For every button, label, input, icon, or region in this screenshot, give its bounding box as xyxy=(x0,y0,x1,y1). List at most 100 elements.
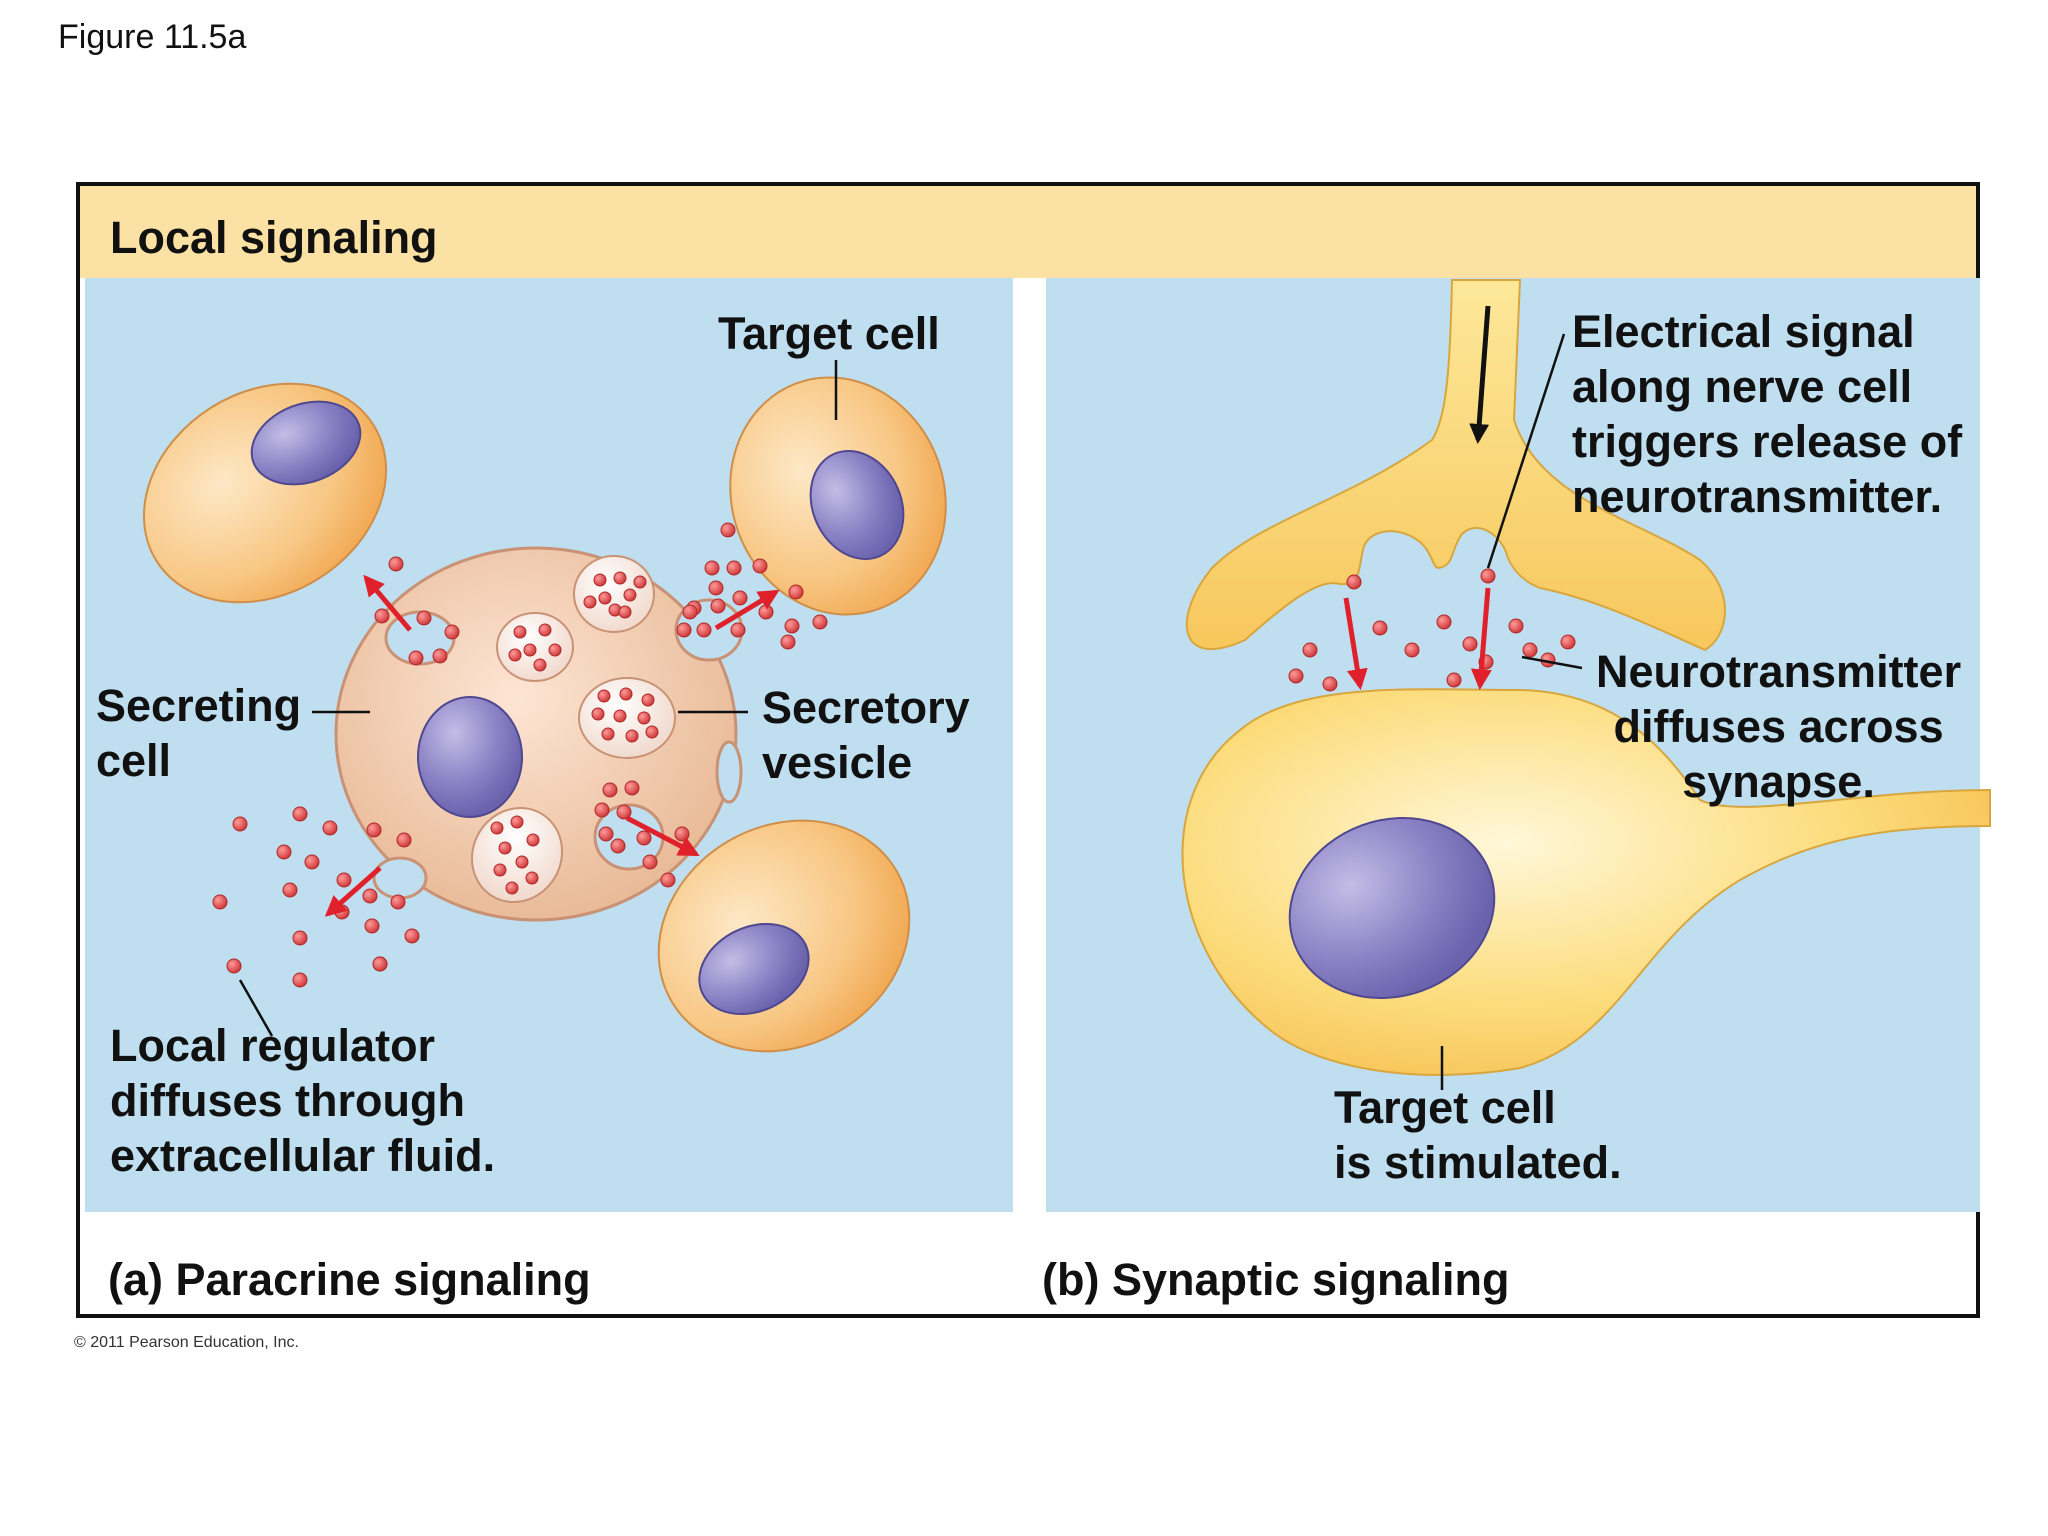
molecule-dot xyxy=(396,832,412,848)
figure-label: Figure 11.5a xyxy=(58,18,247,56)
molecule-dot xyxy=(232,816,248,832)
molecule-dot xyxy=(637,711,651,725)
molecule-dot xyxy=(598,826,614,842)
molecule-dot xyxy=(676,622,692,638)
molecule-dot xyxy=(674,826,690,842)
paracrine-arrows xyxy=(324,574,780,917)
molecule-dot xyxy=(548,643,562,657)
molecule-dot xyxy=(788,584,804,600)
presynaptic-neuron xyxy=(1185,279,1726,652)
molecule-dot xyxy=(594,802,610,818)
molecule-dot xyxy=(1462,636,1478,652)
secretory-vesicle xyxy=(573,555,655,633)
molecule-dot xyxy=(510,815,524,829)
molecule-dot xyxy=(623,588,637,602)
molecule-dot xyxy=(618,605,632,619)
molecule-dot xyxy=(784,618,800,634)
molecule-dot xyxy=(364,918,380,934)
molecule-dot xyxy=(812,614,828,630)
release-arrow xyxy=(1343,597,1368,691)
molecule-dot xyxy=(1346,574,1362,590)
molecule-dot xyxy=(523,643,537,657)
caption-paracrine: (a) Paracrine signaling xyxy=(108,1254,591,1305)
molecule-dot xyxy=(636,830,652,846)
label-target-cell-a: Target cell xyxy=(718,308,940,359)
molecule-dot xyxy=(276,844,292,860)
molecule-dot xyxy=(226,958,242,974)
molecule-dot xyxy=(362,888,378,904)
target-cell-bottom-right xyxy=(657,819,911,1053)
molecule-dot xyxy=(336,872,352,888)
molecule-dot xyxy=(416,610,432,626)
molecule-dot xyxy=(493,863,507,877)
molecule-dot xyxy=(601,727,615,741)
copyright: © 2011 Pearson Education, Inc. xyxy=(74,1334,299,1351)
molecule-dot xyxy=(515,855,529,869)
molecule-dot xyxy=(526,833,540,847)
molecule-dot xyxy=(1302,642,1318,658)
molecule-dot xyxy=(641,693,655,707)
molecule-dot xyxy=(1322,676,1338,692)
molecule-dot xyxy=(780,634,796,650)
molecule-dot xyxy=(374,608,390,624)
molecule-dot xyxy=(508,648,522,662)
target-cell-top-right xyxy=(729,376,947,616)
release-arrow xyxy=(1470,587,1492,691)
molecule-dot xyxy=(525,871,539,885)
molecule-dot xyxy=(708,580,724,596)
molecule-dot xyxy=(292,806,308,822)
molecule-dot xyxy=(1404,642,1420,658)
molecule-dot xyxy=(619,687,633,701)
leader-lines-b xyxy=(1440,333,1583,1090)
secreting-cell xyxy=(334,546,744,922)
nucleus xyxy=(417,696,523,818)
molecule-dot xyxy=(212,894,228,910)
molecule-dot xyxy=(1446,672,1462,688)
header-band: Local signaling xyxy=(80,186,1976,278)
diffusion-arrow xyxy=(714,589,780,631)
molecule-dot xyxy=(388,556,404,572)
molecule-dot xyxy=(597,689,611,703)
molecule-dot xyxy=(593,573,607,587)
molecule-dot xyxy=(730,622,746,638)
nucleus xyxy=(809,449,905,561)
molecule-dot xyxy=(602,782,618,798)
diffusion-arrow xyxy=(625,815,700,857)
molecule-dot xyxy=(1480,568,1496,584)
diffusion-arrow xyxy=(324,866,382,917)
molecule-dot xyxy=(304,854,320,870)
molecule-dot xyxy=(598,591,612,605)
molecule-dot xyxy=(752,558,768,574)
diffusion-arrow xyxy=(363,574,412,632)
molecule-dot xyxy=(732,590,748,606)
molecule-dot xyxy=(292,972,308,988)
molecule-dot xyxy=(642,854,658,870)
molecule-dot xyxy=(610,838,626,854)
leader-lines-a xyxy=(238,360,838,1037)
local-regulator-molecules xyxy=(212,522,828,988)
molecule-dot xyxy=(613,709,627,723)
synaptic-arrows xyxy=(1343,587,1492,691)
molecule-dot xyxy=(282,882,298,898)
molecule-dot xyxy=(726,560,742,576)
label-secretory-vesicle: Secretory vesicle xyxy=(762,682,970,788)
nucleus xyxy=(698,922,810,1016)
molecule-dot xyxy=(533,658,547,672)
molecule-dot xyxy=(432,648,448,664)
molecule-dot xyxy=(758,604,774,620)
molecule-dot xyxy=(613,571,627,585)
molecule-dot xyxy=(1288,668,1304,684)
molecule-dot xyxy=(390,894,406,910)
nucleus xyxy=(250,400,362,486)
molecule-dot xyxy=(366,822,382,838)
molecule-dot xyxy=(372,956,388,972)
neurotransmitter-molecules xyxy=(1288,568,1576,692)
molecule-dot xyxy=(704,560,720,576)
label-target-cell-stimulated: Target cell is stimulated. xyxy=(1334,1082,1622,1188)
molecule-dot xyxy=(616,804,632,820)
label-secreting-cell: Secreting cell xyxy=(96,680,302,786)
molecule-dot xyxy=(645,725,659,739)
target-neuron xyxy=(1181,688,1991,1076)
molecule-dot xyxy=(1560,634,1576,650)
